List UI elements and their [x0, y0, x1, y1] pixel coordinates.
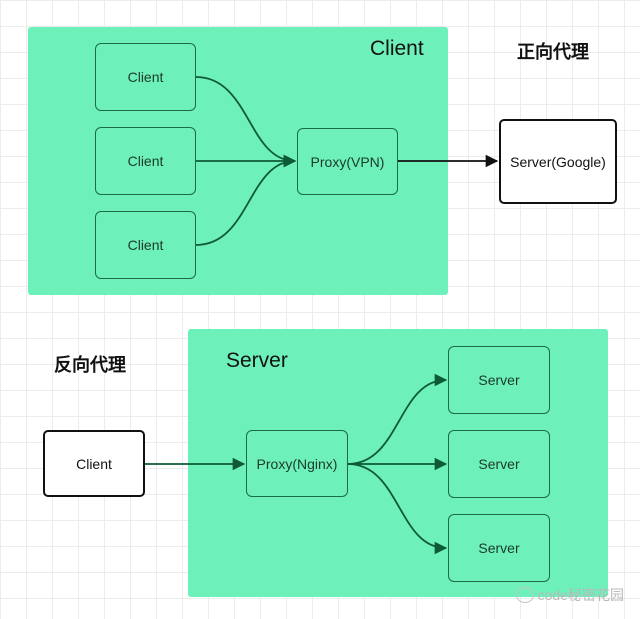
client-region-title: Client — [370, 37, 424, 60]
reverse-server-1[interactable]: Server — [448, 346, 550, 414]
wechat-icon — [515, 587, 534, 603]
forward-proxy-vpn[interactable]: Proxy(VPN) — [297, 128, 398, 195]
forward-client-1[interactable]: Client — [95, 43, 196, 111]
edge-reverse-proxy-to-server-3 — [347, 463, 448, 555]
server-region-title: Server — [226, 349, 288, 372]
reverse-server-3[interactable]: Server — [448, 514, 550, 582]
forward-client-3[interactable]: Client — [95, 211, 196, 279]
forward-client-2[interactable]: Client — [95, 127, 196, 195]
forward-server-google[interactable]: Server(Google) — [499, 119, 617, 204]
reverse-proxy-heading: 反向代理 — [54, 355, 126, 376]
forward-proxy-heading: 正向代理 — [517, 42, 589, 63]
watermark-text: code秘密花园 — [537, 587, 624, 603]
watermark: code秘密花园 — [515, 585, 624, 605]
edge-forward-client-3-to-proxy — [195, 154, 297, 246]
reverse-proxy-nginx[interactable]: Proxy(Nginx) — [246, 430, 348, 497]
reverse-server-2[interactable]: Server — [448, 430, 550, 498]
edge-forward-client-1-to-proxy — [195, 76, 297, 168]
edge-reverse-proxy-to-server-1 — [347, 373, 448, 465]
reverse-client[interactable]: Client — [43, 430, 145, 497]
